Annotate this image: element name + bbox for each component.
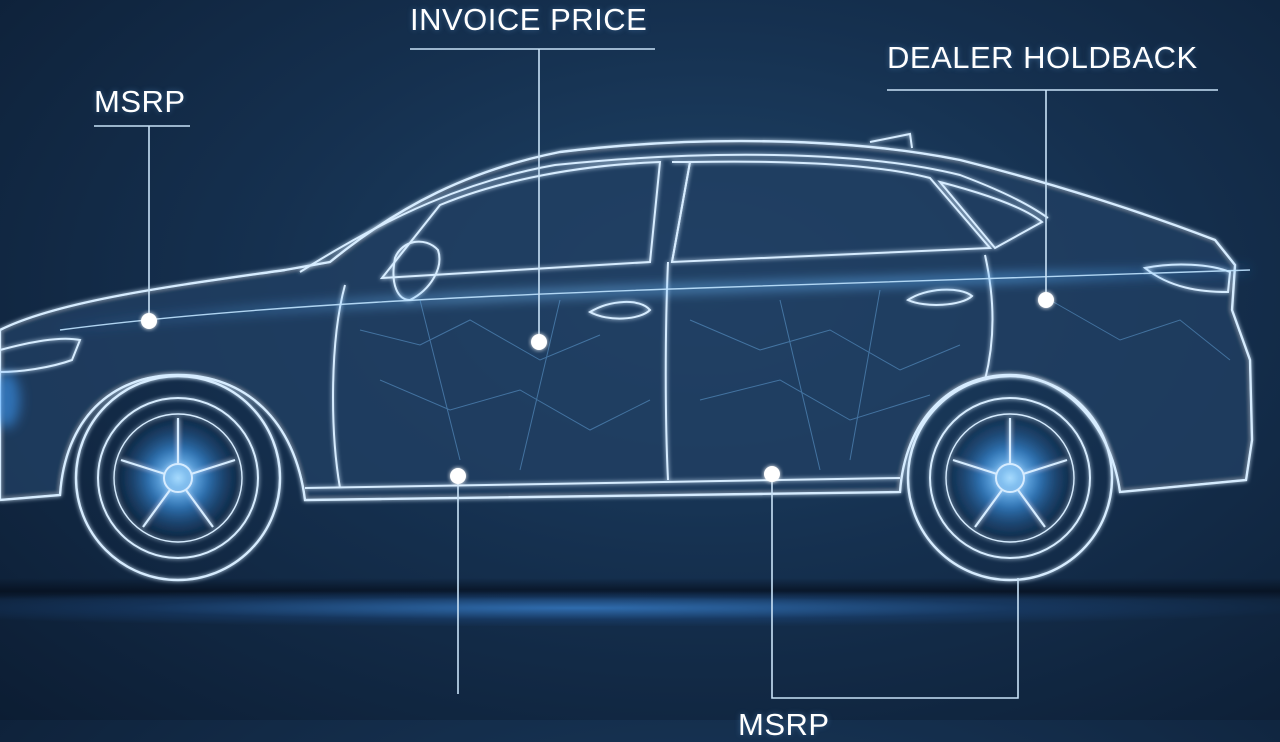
label-msrp-bottom: MSRP [738,707,830,742]
marker-dealer-holdback [1038,292,1054,308]
headlight-glow [0,372,20,428]
rear-wheel [906,374,1114,582]
circuit-lines [359,289,1231,471]
marker-lower-left [450,468,466,484]
marker-msrp [141,313,157,329]
markers [141,292,1054,484]
front-wheel [74,374,282,582]
callout-lines [94,48,1218,699]
label-msrp-top: MSRP [94,84,186,119]
marker-lower-right [764,466,780,482]
label-dealer-holdback: DEALER HOLDBACK [887,40,1198,75]
floor-glow [0,590,1280,626]
label-invoice-price: INVOICE PRICE [410,2,648,37]
car-windows [299,132,1049,302]
marker-invoice-price [531,334,547,350]
car-diagram [0,48,1254,699]
